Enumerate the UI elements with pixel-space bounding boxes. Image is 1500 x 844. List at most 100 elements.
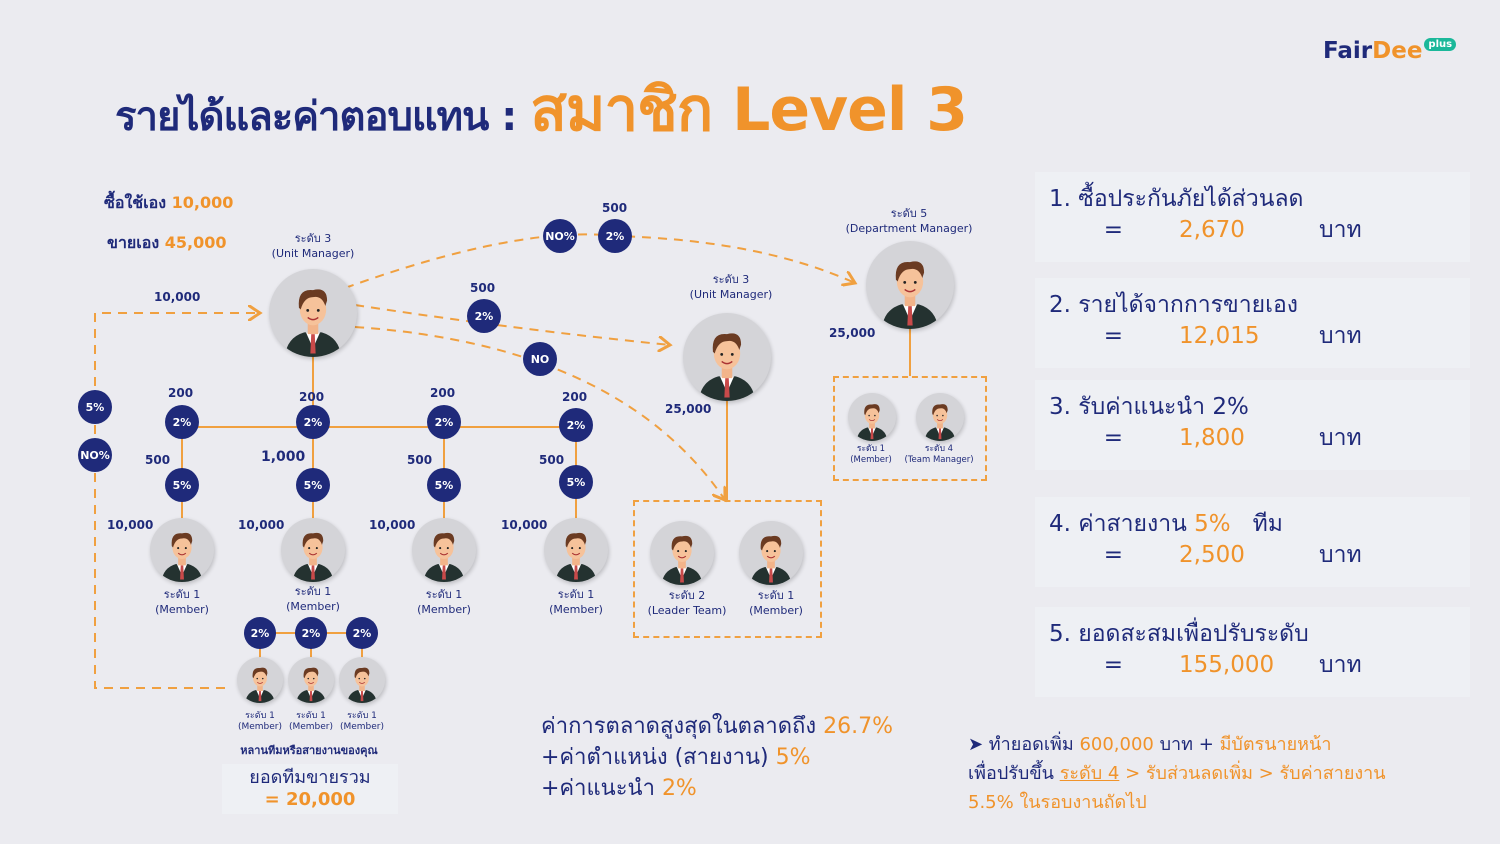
summary-value: 2,670 — [1179, 217, 1245, 243]
member-pct-top-badge: 2% — [427, 405, 461, 439]
summary-suffix: ทีม — [1252, 511, 1283, 537]
avatar-dm-box — [848, 393, 896, 441]
m-v3: 2% — [661, 776, 697, 801]
level: ระดับ 1 — [245, 711, 275, 721]
level: ระดับ 1 — [557, 588, 595, 601]
avatar-um-main — [269, 269, 357, 357]
member-amount: 10,000 — [501, 518, 548, 532]
summary-value: 1,800 — [1179, 425, 1245, 451]
title-main: รายได้และค่าตอบแทน : — [115, 94, 517, 140]
dm-box-label: ระดับ 4(Team Manager) — [904, 444, 973, 466]
summary-card: 3. รับค่าแนะนำ 2% = 1,800 บาท — [1035, 380, 1470, 470]
member-amount: 10,000 — [107, 518, 154, 532]
dm-box-label: ระดับ 1(Member) — [850, 444, 892, 466]
person-icon — [284, 289, 342, 357]
level: ระดับ 1 — [425, 588, 463, 601]
logo-plus: plus — [1424, 38, 1457, 51]
member-label: ระดับ 1(Member) — [155, 588, 209, 618]
summary-unit: บาท — [1319, 425, 1362, 451]
member-label: ระดับ 1(Member) — [549, 588, 603, 618]
loop-no-badge: NO% — [78, 438, 112, 472]
summary-eq: = — [1103, 323, 1123, 349]
dm-label: ระดับ 5(Department Manager) — [846, 207, 973, 237]
member-pct-mid-badge: 5% — [427, 468, 461, 502]
to-dm-amount: 500 — [602, 201, 628, 215]
level: ระดับ 5 — [890, 207, 928, 220]
summary-eq: = — [1103, 425, 1123, 451]
to-um-amount: 500 — [470, 281, 496, 295]
level: ระดับ 4 — [924, 444, 954, 454]
role: (Leader Team) — [647, 603, 727, 617]
level: ระดับ 1 — [347, 711, 377, 721]
m-l2: +ค่าตำแหน่ง (สายงาน) — [541, 745, 769, 770]
person-icon — [881, 261, 939, 329]
level: ระดับ 2 — [668, 589, 706, 602]
avatar-team-box — [650, 521, 714, 585]
member-top-amount: 200 — [562, 390, 588, 404]
team-caption: หลานทีมหรือสายงานของคุณ — [240, 744, 378, 757]
avatar-sub-member — [237, 657, 283, 703]
member-mid-amount: 500 — [145, 453, 171, 467]
person-icon — [296, 667, 326, 703]
sub-pct-badge: 2% — [244, 617, 276, 649]
role: (Unit Manager) — [689, 287, 773, 301]
self-sell: ขายเอง 45,000 — [107, 231, 227, 256]
role: (Member) — [339, 721, 385, 732]
next-level-text: ➤ ทำยอดเพิ่ม 600,000 บาท + มีบัตรนายหน้า… — [968, 730, 1386, 817]
level: ระดับ 1 — [294, 585, 332, 598]
member-amount: 10,000 — [369, 518, 416, 532]
person-icon — [347, 667, 377, 703]
role: (Team Manager) — [904, 455, 974, 466]
summary-eq: = — [1103, 217, 1123, 243]
member-label: ระดับ 1(Member) — [417, 588, 471, 618]
member-label: ระดับ 1(Member) — [286, 585, 340, 615]
role: (Member) — [549, 602, 603, 616]
um-main-label: ระดับ 3(Unit Manager) — [272, 232, 355, 262]
member-mid-amount: 1,000 — [261, 449, 306, 465]
title-highlight: สมาชิก Level 3 — [530, 75, 968, 145]
sub-pct-badge: 2% — [295, 617, 327, 649]
team-total: ยอดทีมขายรวม= 20,000 — [222, 764, 398, 814]
dm-dashed-box — [833, 376, 987, 481]
sub-member-label: ระดับ 1(Member) — [340, 711, 384, 733]
role: (Member) — [155, 602, 209, 616]
n-d: มีบัตรนายหน้า — [1219, 734, 1332, 755]
summary-pct: 5% — [1194, 511, 1231, 537]
person-icon — [555, 532, 597, 582]
avatar-member — [150, 518, 214, 582]
avatar-dm — [866, 241, 954, 329]
n-g: > รับส่วนลดเพิ่ม > รับค่าสายงาน — [1125, 763, 1386, 784]
member-pct-mid-badge: 5% — [165, 468, 199, 502]
summary-label: 1. ซื้อประกันภัยได้ส่วนลด — [1049, 186, 1304, 212]
level: ระดับ 1 — [856, 444, 886, 454]
um-right-amount: 25,000 — [665, 402, 712, 416]
n-a: ➤ ทำยอดเพิ่ม — [968, 734, 1074, 755]
loop-amount: 10,000 — [154, 290, 201, 304]
avatar-sub-member — [339, 657, 385, 703]
self-sell-value: 45,000 — [164, 233, 227, 252]
level: ระดับ 3 — [294, 232, 332, 245]
level: ระดับ 1 — [757, 589, 795, 602]
member-top-amount: 200 — [299, 390, 325, 404]
person-icon — [423, 532, 465, 582]
level: ระดับ 1 — [296, 711, 326, 721]
m-v1: 26.7% — [823, 714, 893, 739]
level: ระดับ 1 — [163, 588, 201, 601]
summary-value: 12,015 — [1179, 323, 1260, 349]
team-box-label: ระดับ 2(Leader Team) — [648, 589, 727, 619]
avatar-dm-box — [916, 393, 964, 441]
self-buy-label: ซื้อใช้เอง — [104, 193, 167, 212]
self-buy: ซื้อใช้เอง 10,000 — [104, 191, 233, 216]
role: (Member) — [237, 721, 283, 732]
member-pct-mid-badge: 5% — [296, 468, 330, 502]
n-b: 600,000 — [1079, 734, 1154, 755]
self-buy-value: 10,000 — [171, 193, 234, 212]
summary-label: 3. รับค่าแนะนำ 2% — [1049, 394, 1249, 420]
m-l1: ค่าการตลาดสูงสุดในตลาดถึง — [541, 714, 817, 739]
member-pct-top-badge: 2% — [296, 405, 330, 439]
member-amount: 10,000 — [238, 518, 285, 532]
n-e: เพื่อปรับขึ้น — [968, 763, 1054, 784]
summary-value: 2,500 — [1179, 542, 1245, 568]
avatar-sub-member — [288, 657, 334, 703]
